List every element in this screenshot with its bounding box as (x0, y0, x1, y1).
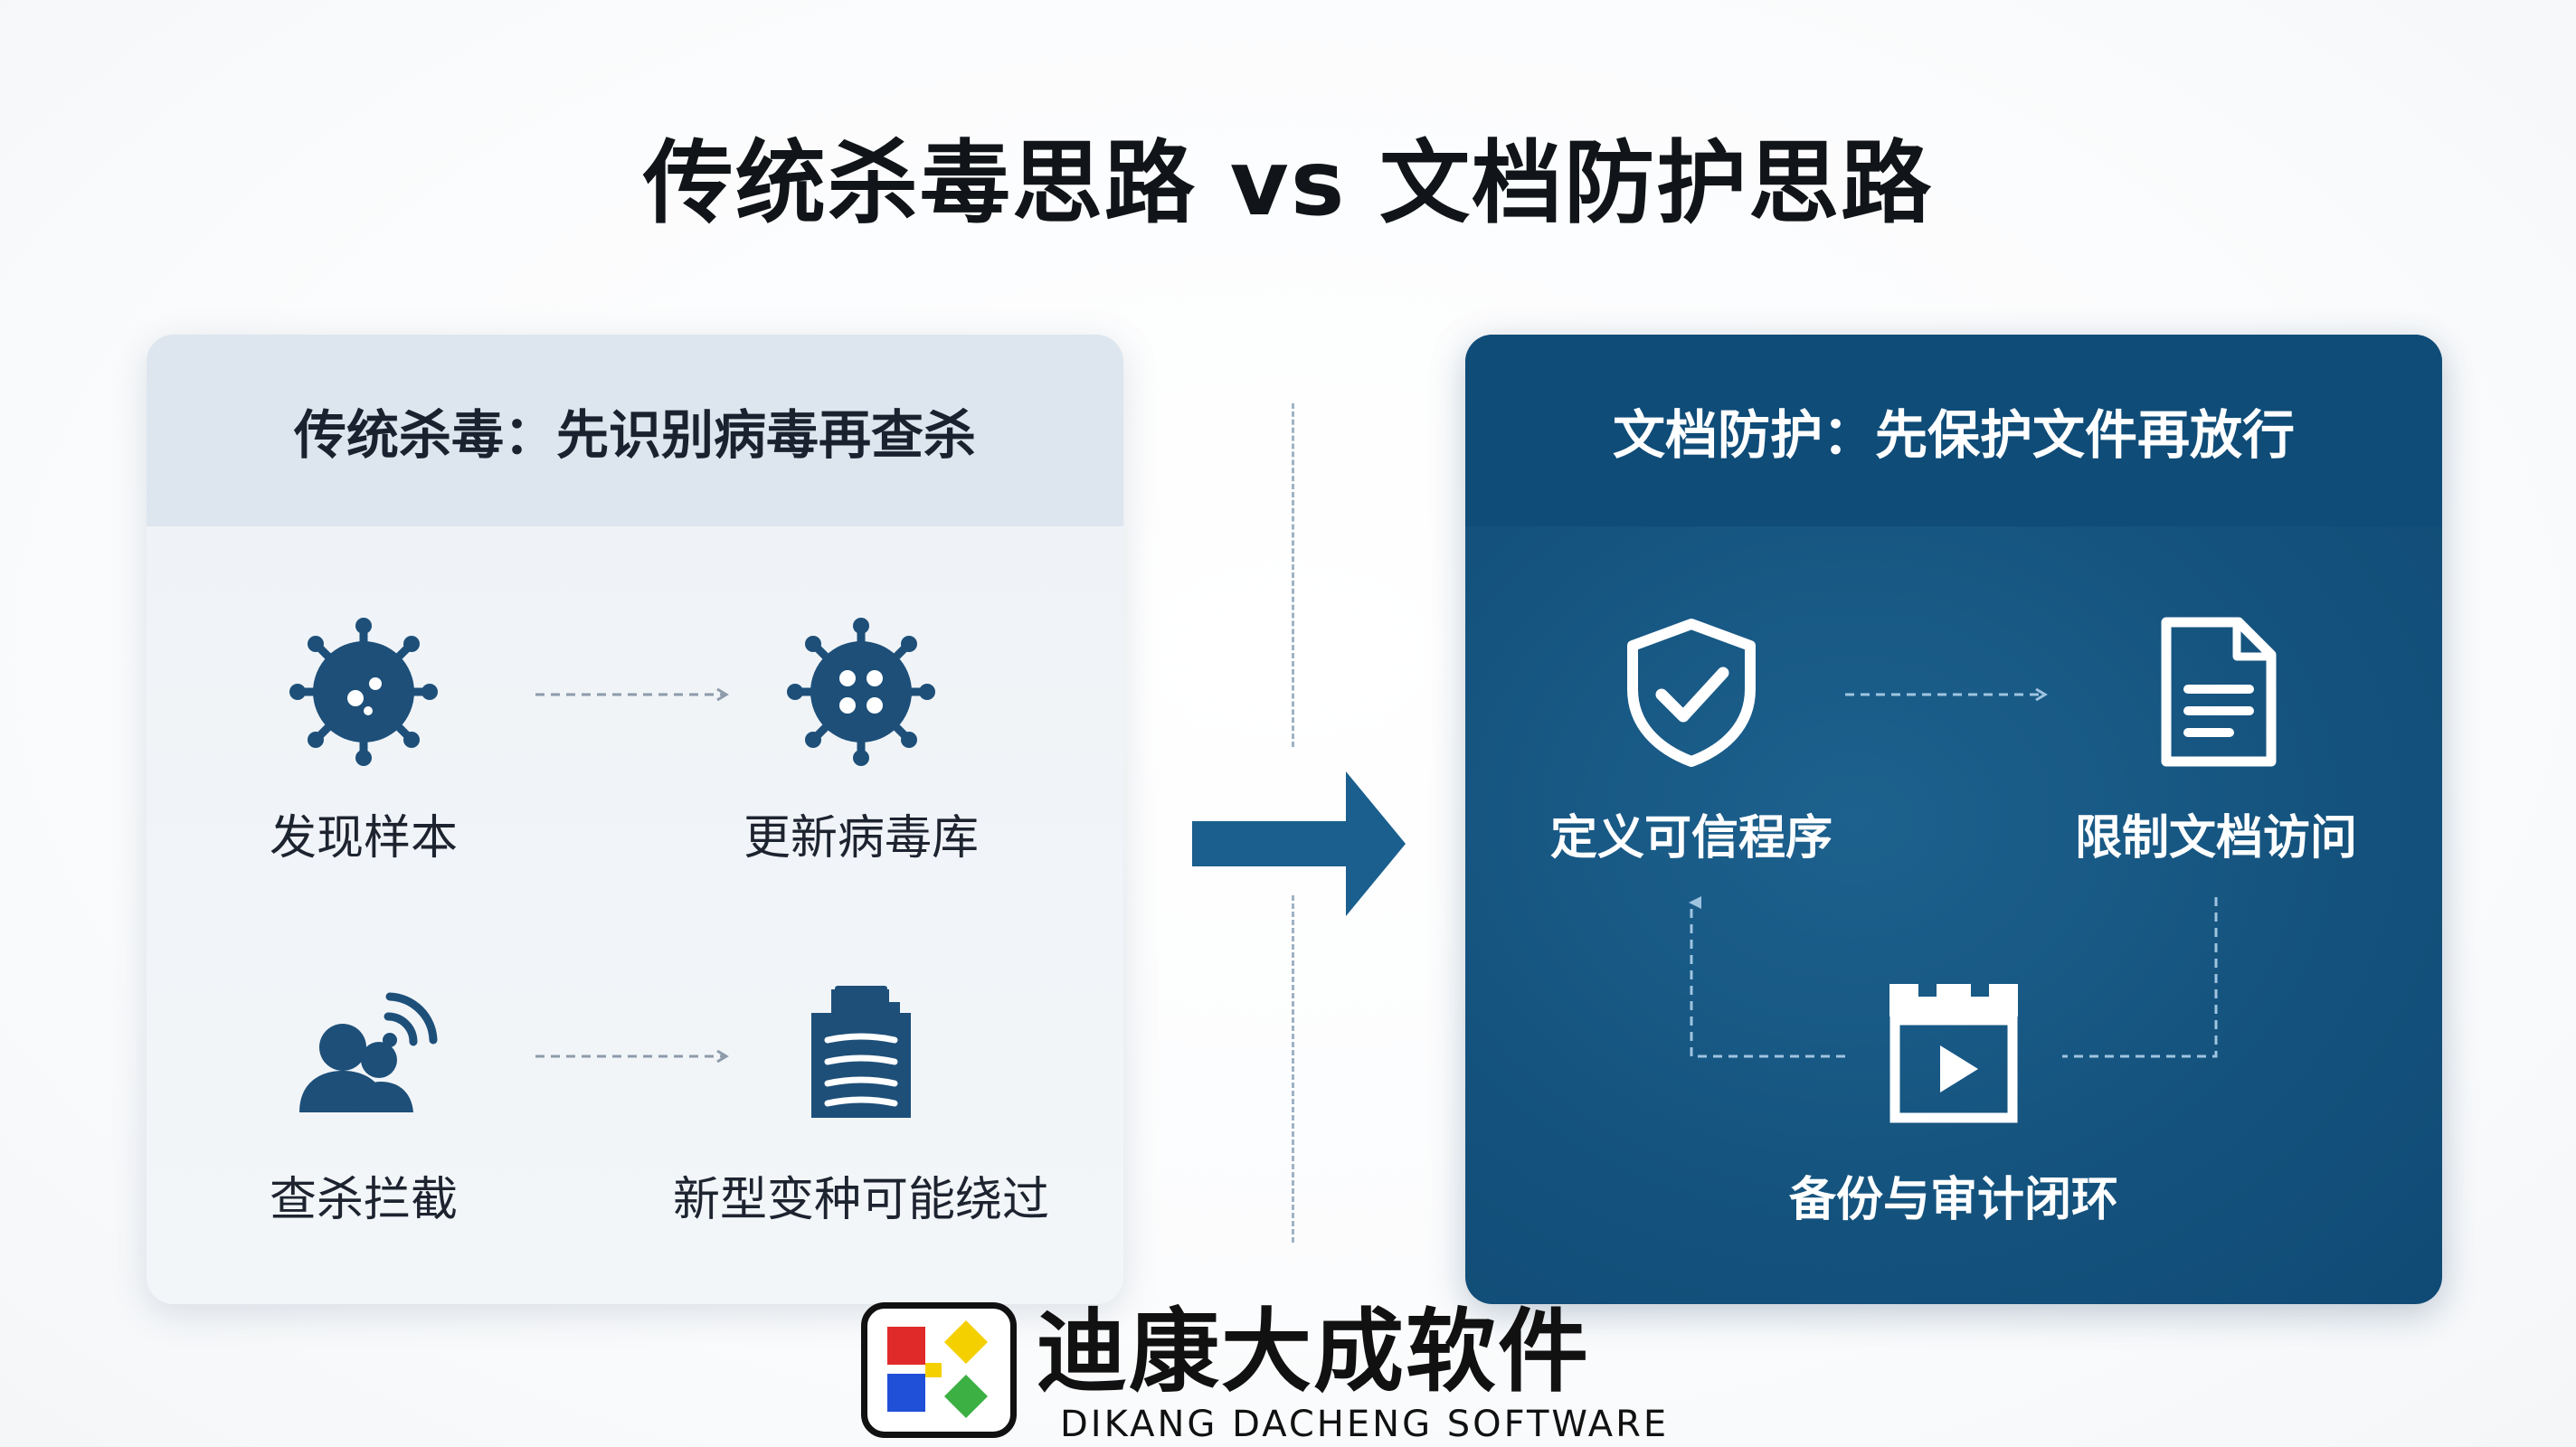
user-signal-icon (287, 977, 440, 1130)
traditional-antivirus-panel: 传统杀毒：先识别病毒再查杀 (147, 335, 1123, 1304)
center-divider-bottom (1292, 895, 1294, 1243)
virus-icon (287, 615, 440, 769)
company-logo: 迪康大成软件 DIKANG DACHENG SOFTWARE (859, 1299, 1666, 1447)
document-icon (2139, 615, 2293, 769)
traditional-antivirus-header: 传统杀毒：先识别病毒再查杀 (147, 335, 1123, 526)
virus-icon (784, 615, 938, 769)
node-label: 新型变种可能绕过 (673, 1173, 1050, 1227)
node-label: 备份与审计闭环 (1788, 1173, 2118, 1227)
flow-line-restrict-to-backup (2062, 897, 2218, 1058)
node-discover-sample: 发现样本 (246, 615, 481, 867)
node-label: 限制文档访问 (2074, 811, 2357, 865)
page-title: 传统杀毒思路 vs 文档防护思路 (642, 130, 1934, 236)
node-restrict-access: 限制文档访问 (2071, 615, 2361, 867)
logo-mark-icon (861, 1302, 1017, 1438)
node-backup-audit: 备份与审计闭环 (1782, 977, 2126, 1229)
node-label: 发现样本 (269, 811, 458, 865)
right-flow-arrows (1689, 335, 2218, 1058)
node-update-virus-db: 更新病毒库 (743, 615, 979, 867)
node-kill-intercept: 查杀拦截 (246, 977, 481, 1229)
shield-check-icon (1615, 615, 1768, 769)
logo-name-cn: 迪康大成软件 (1037, 1299, 1590, 1404)
node-label: 更新病毒库 (743, 811, 980, 865)
center-divider-top (1292, 403, 1294, 747)
document-protection-header: 文档防护：先保护文件再放行 (1465, 335, 2442, 526)
transition-arrow-icon (1192, 771, 1406, 916)
logo-name-en: DIKANG DACHENG SOFTWARE (1060, 1404, 1670, 1445)
document-protection-panel: 文档防护：先保护文件再放行 定义可信程序 (1465, 335, 2442, 1304)
node-label: 查杀拦截 (269, 1173, 458, 1227)
node-variant-bypass: 新型变种可能绕过 (673, 977, 1049, 1229)
document-stack-icon (784, 977, 938, 1130)
castle-play-icon (1877, 977, 2031, 1130)
flow-arrow-backup-to-trusted (1689, 896, 1845, 1058)
node-label: 定义可信程序 (1549, 811, 1833, 865)
node-define-trusted: 定义可信程序 (1547, 615, 1836, 867)
left-flow-arrows (535, 335, 1123, 1304)
